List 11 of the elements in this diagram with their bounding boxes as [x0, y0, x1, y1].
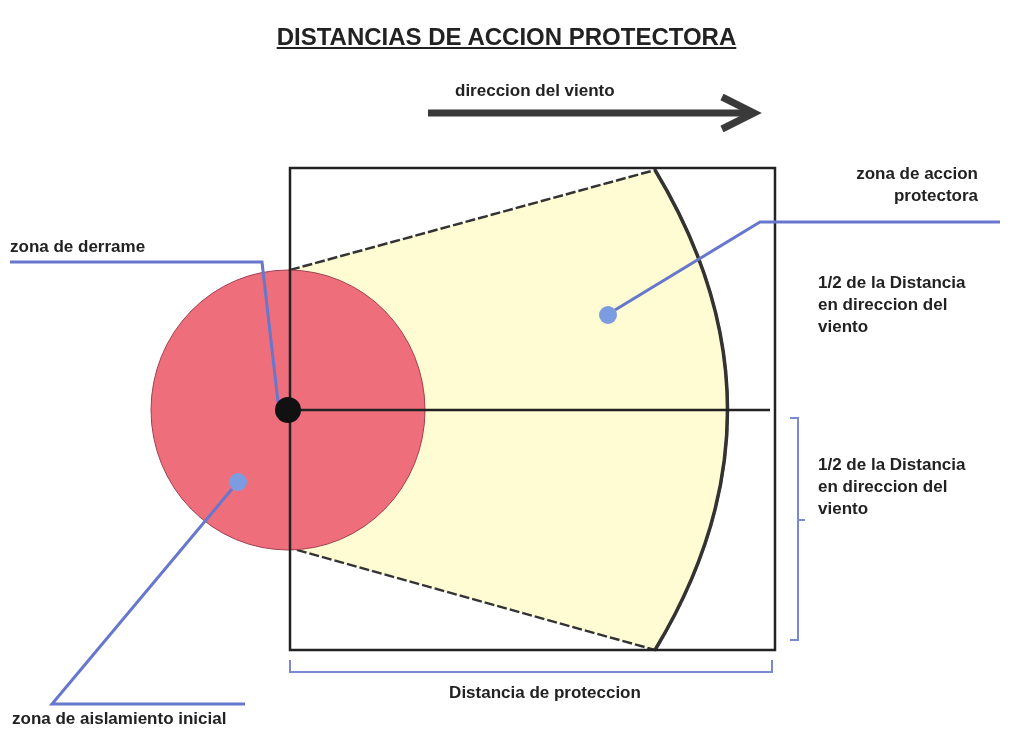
- leader-line: [614, 220, 1000, 312]
- zone-label: zona de aislamiento inicial: [12, 708, 272, 730]
- wind-direction-label: direccion del viento: [455, 80, 616, 102]
- distance-label: Distancia de proteccion: [448, 682, 642, 704]
- distance-label: 1/2 de la Distancia en direccion del viento: [818, 272, 967, 338]
- title: DISTANCIAS DE ACCION PROTECTORA: [275, 22, 738, 52]
- leader-line: [10, 260, 280, 403]
- distance-label: 1/2 de la Distancia en direccion del viento: [818, 454, 967, 520]
- zone-label: zona de derrame: [10, 236, 260, 258]
- leader-line: [48, 488, 245, 706]
- zone-label: zona de accion protectora: [800, 163, 978, 207]
